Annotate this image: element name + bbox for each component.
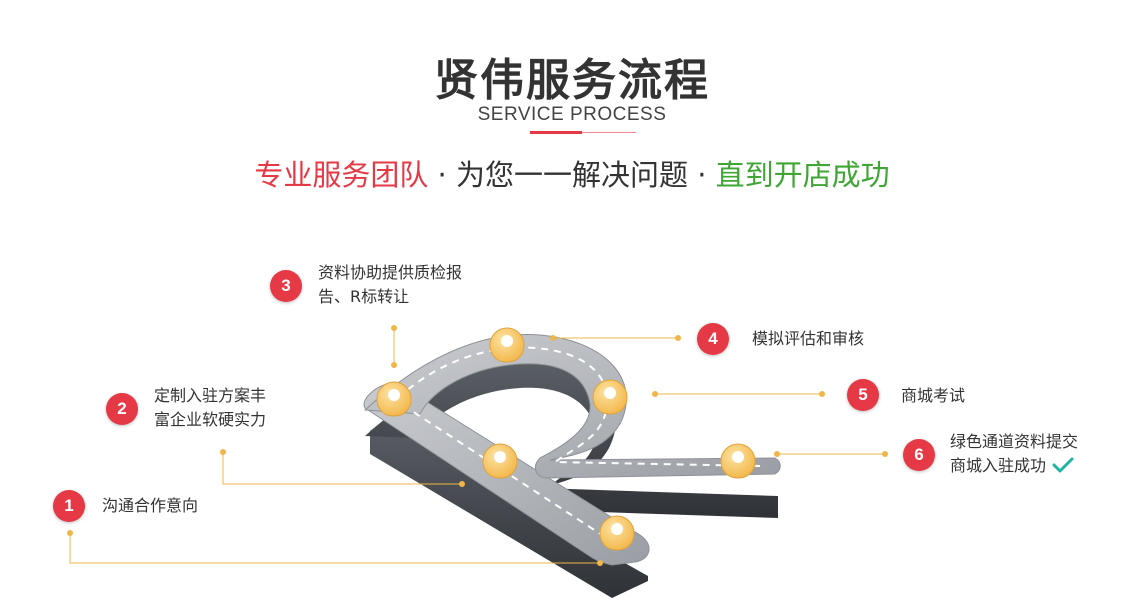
connector-lines bbox=[69, 328, 885, 564]
map-pin-icon bbox=[599, 515, 635, 551]
subtitle-underline bbox=[530, 131, 582, 134]
slogan-part-3: 直到开店成功 bbox=[715, 158, 890, 192]
map-pin-icon bbox=[720, 443, 756, 479]
map-pin-icon bbox=[489, 327, 525, 363]
check-icon bbox=[1052, 457, 1074, 473]
subtitle-underline-thin bbox=[582, 132, 636, 133]
step-1-badge: 1 bbox=[53, 490, 85, 522]
map-pin-icon bbox=[376, 381, 412, 417]
step-1-text: 沟通合作意向 bbox=[102, 496, 199, 515]
step-6-text: 绿色通道资料提交 商城入驻成功 bbox=[950, 432, 1079, 475]
road-side bbox=[365, 360, 778, 598]
slogan-part-1: 专业服务团队 bbox=[254, 158, 429, 192]
page-title: 贤伟服务流程 bbox=[434, 55, 710, 106]
connector-dots bbox=[67, 325, 888, 566]
step-5-badge: 5 bbox=[847, 379, 879, 411]
page-subtitle: SERVICE PROCESS bbox=[477, 104, 667, 125]
slogan-separator-1: · bbox=[437, 158, 447, 192]
slogan: 专业服务团队 · 为您一一解决问题 · 直到开店成功 bbox=[0, 152, 1144, 194]
step-6-badge: 6 bbox=[903, 439, 935, 471]
road-dashes bbox=[391, 346, 761, 549]
slogan-separator-2: · bbox=[697, 158, 707, 192]
slogan-part-2: 为您一一解决问题 bbox=[455, 158, 688, 192]
step-4-text: 模拟评估和审核 bbox=[752, 329, 865, 348]
step-2-badge: 2 bbox=[106, 393, 138, 425]
step-2-text: 定制入驻方案丰 富企业软硬实力 bbox=[154, 386, 267, 429]
map-pin-icon bbox=[482, 443, 518, 479]
step-3-badge: 3 bbox=[270, 270, 302, 302]
step-5-text: 商城考试 bbox=[901, 386, 966, 405]
step-4-badge: 4 bbox=[697, 323, 729, 355]
step-3-text: 资料协助提供质检报 告、R标转让 bbox=[318, 263, 463, 306]
map-pin-icon bbox=[592, 379, 628, 415]
